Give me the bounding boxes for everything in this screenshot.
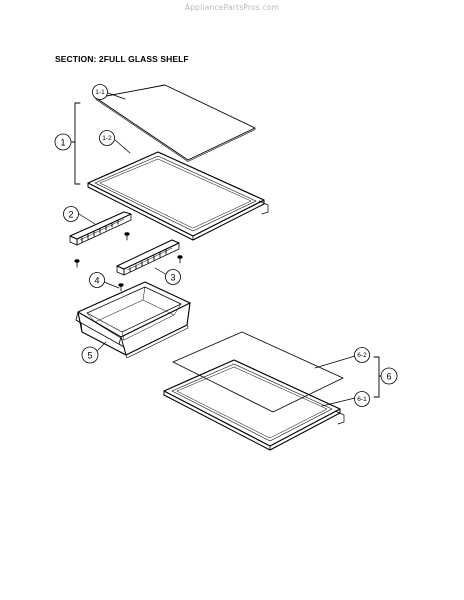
callout-1-1	[92, 84, 108, 100]
leader-lines	[78, 92, 356, 407]
callout-3	[165, 269, 181, 285]
callout-6-1	[354, 391, 370, 407]
callout-label-1-1: 1-1	[95, 89, 105, 96]
glass-panel-6-2	[172, 331, 344, 413]
bracket-part-2	[69, 211, 132, 246]
screw-icon	[124, 232, 130, 241]
callout-label-2: 2	[68, 210, 73, 220]
drawer-tray-part-5	[75, 281, 191, 359]
callout-label-3: 3	[170, 273, 175, 283]
glass-panel-1-1	[95, 84, 256, 162]
group-bracket-6	[373, 356, 382, 398]
screw-icon	[74, 259, 80, 268]
callout-label-6-2: 6-2	[357, 352, 367, 359]
callout-6-2	[354, 347, 370, 363]
callout-label-1-2: 1-2	[102, 135, 112, 142]
callout-6	[380, 367, 398, 385]
callout-label-6: 6	[386, 372, 391, 382]
callout-label-6-1: 6-1	[357, 396, 367, 403]
callout-4	[89, 272, 105, 288]
watermark: AppliancePartsPros.com	[184, 3, 280, 12]
section-title: SECTION: 2FULL GLASS SHELF	[55, 54, 189, 64]
callout-label-4: 4	[94, 276, 99, 286]
callout-1	[54, 133, 72, 151]
callout-5	[81, 346, 99, 364]
screw-icon	[118, 283, 124, 292]
screws	[74, 232, 183, 292]
shelf-frame-1-2	[87, 151, 269, 241]
callout-1-2	[99, 130, 115, 146]
group-bracket-1	[71, 102, 81, 185]
bracket-part-3	[116, 239, 180, 276]
callouts	[54, 84, 398, 407]
shelf-frame-6-1	[163, 359, 345, 451]
callout-2	[63, 206, 79, 222]
callout-label-1: 1	[60, 138, 65, 148]
callout-label-5: 5	[87, 351, 92, 361]
screw-icon	[177, 255, 183, 264]
